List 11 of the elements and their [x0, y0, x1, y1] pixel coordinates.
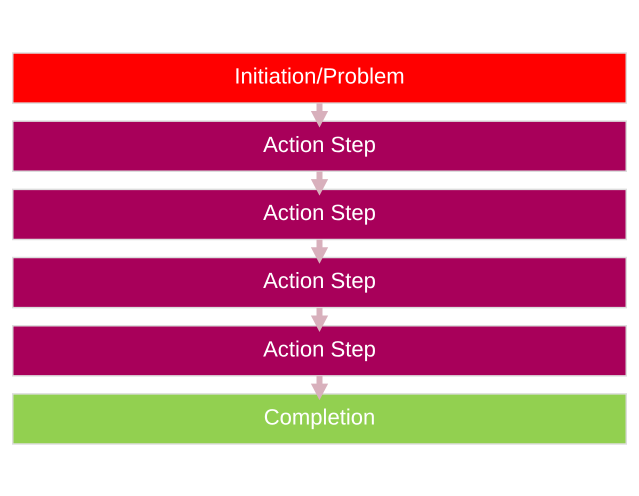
node-box: Action Step [12, 188, 628, 240]
node-box: Action Step [12, 120, 628, 172]
arrow [310, 102, 328, 127]
node-box: Action Step [12, 256, 628, 308]
node-box: Completion [12, 392, 628, 444]
arrow [310, 171, 328, 196]
arrow [310, 239, 328, 264]
arrow [310, 307, 328, 332]
node-box: Initiation/Problem [12, 52, 628, 104]
arrow [310, 376, 328, 400]
node-box: Action Step [12, 324, 628, 376]
